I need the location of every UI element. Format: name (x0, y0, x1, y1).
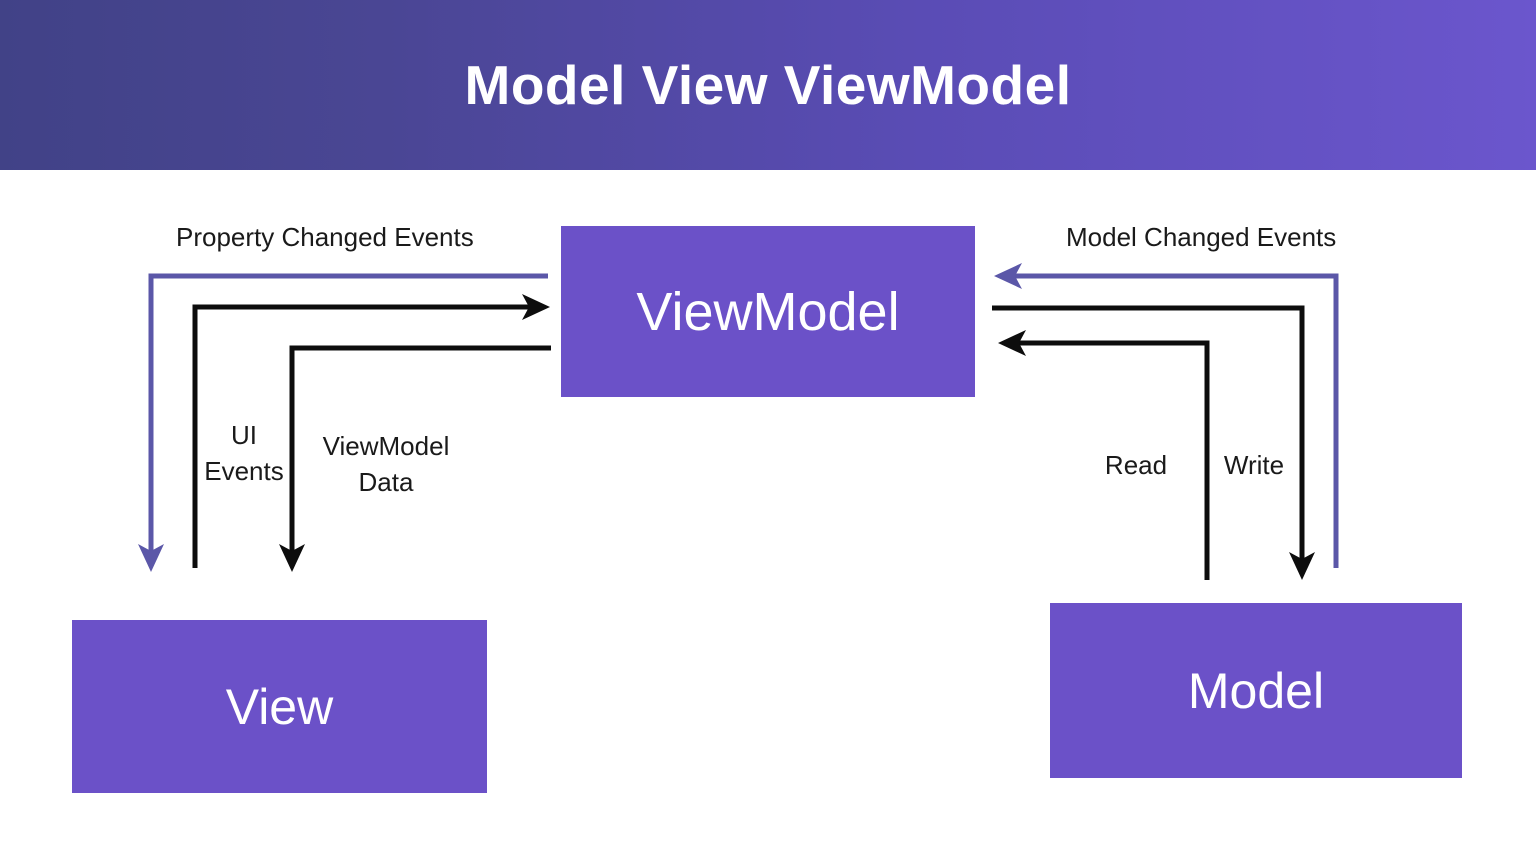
edge-model-changed-events-path (1010, 273, 1339, 568)
edge-read-arrowhead (998, 330, 1026, 356)
edge-label-read: Read (1104, 450, 1168, 480)
edge-label-property-changed-events: Property Changed Events (176, 222, 474, 252)
edge-property-changed-events-arrowhead (138, 544, 164, 572)
edge-model-changed-events-arrowhead (994, 263, 1022, 289)
edge-ui-events-arrowhead (522, 294, 550, 320)
edge-viewmodel-data-arrowhead (279, 544, 305, 572)
node-viewmodel: ViewModel (561, 226, 975, 397)
edge-property-changed-events-path (148, 273, 548, 556)
edge-label-model-changed-events: Model Changed Events (1066, 222, 1337, 252)
edge-label-viewmodel-data: ViewModel Data (322, 431, 450, 497)
page-title: Model View ViewModel (464, 54, 1072, 116)
node-view: View (72, 620, 487, 793)
edge-label-write: Write (1223, 450, 1285, 480)
header-band (0, 0, 1536, 170)
edge-write-path (992, 305, 1305, 564)
edge-write-arrowhead (1289, 552, 1315, 580)
edge-model-changed-events (994, 263, 1339, 568)
edge-write (992, 305, 1315, 580)
edge-label-ui-events: UI Events (204, 420, 284, 486)
node-model: Model (1050, 603, 1462, 778)
